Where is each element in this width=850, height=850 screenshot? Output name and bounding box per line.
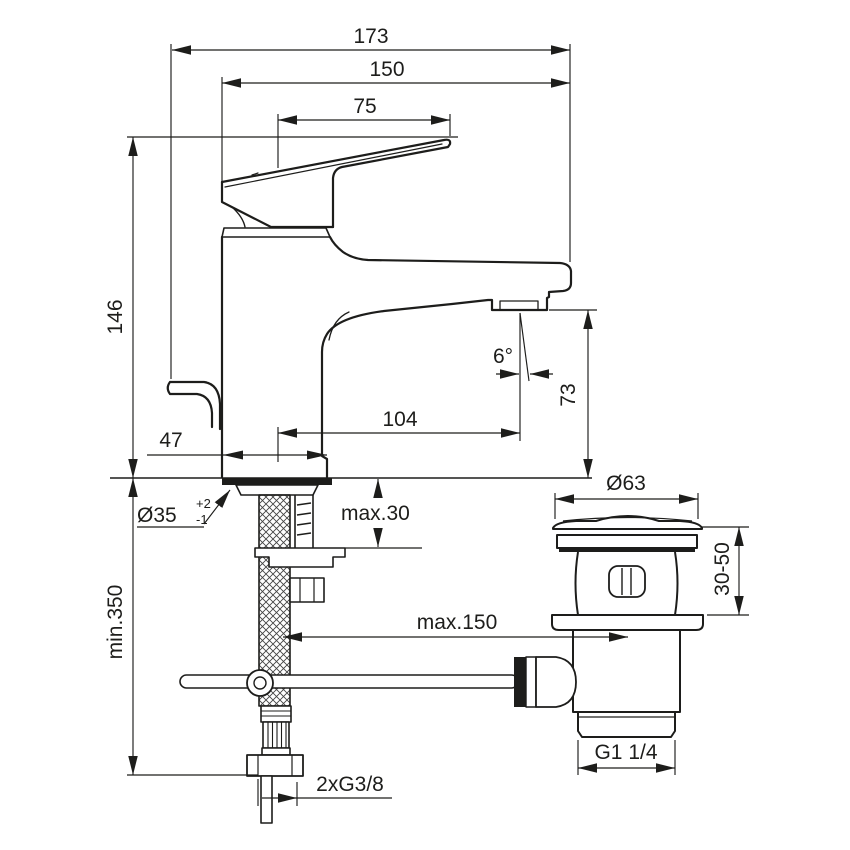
base-escutcheon <box>235 484 319 496</box>
base-gasket <box>222 478 332 485</box>
dimension-labels: 173 150 75 146 min.350 104 47 6° 73 Ø35 … <box>104 25 734 796</box>
dim-spout-to-tip: 150 <box>369 58 404 81</box>
dim-waste-outlet-thread: G1 1/4 <box>594 741 657 764</box>
waste-body <box>574 551 679 616</box>
waste-lower-flange <box>551 614 704 631</box>
dim-height-above-deck: 146 <box>104 299 127 334</box>
hose-assembly <box>179 478 519 824</box>
mounting-washer <box>254 547 346 568</box>
handle-lever <box>220 138 452 229</box>
dim-base-depth: 47 <box>159 429 182 452</box>
hose-end-fitting <box>246 705 304 824</box>
dim-min-hose-length: min.350 <box>104 585 127 660</box>
spout <box>220 235 573 479</box>
dim-hole-tol-minus: -1 <box>196 512 208 527</box>
mounting-nut <box>289 577 325 603</box>
dim-total-projection: 173 <box>353 25 388 48</box>
dim-waste-flange-diameter: Ø63 <box>606 472 646 495</box>
waste-window <box>608 565 646 598</box>
popup-rod-knob <box>166 380 222 431</box>
mounting-stud <box>294 495 314 548</box>
dim-spray-angle: 6° <box>493 345 513 368</box>
rod-pivot-joint <box>535 656 577 708</box>
waste-cap <box>552 515 703 530</box>
handle-wedge <box>220 186 335 229</box>
dim-waste-height-range: 30-50 <box>711 542 734 596</box>
dim-supply-connections: 2xG3/8 <box>316 773 384 796</box>
rod-pivot-nut <box>514 657 526 707</box>
dim-hole-diameter: Ø35 <box>137 504 177 527</box>
dim-outlet-height: 73 <box>557 383 580 406</box>
faucet-body-outline <box>166 138 573 479</box>
waste-tailpipe <box>572 629 681 713</box>
dim-outlet-reach: 104 <box>382 408 417 431</box>
hose-tail <box>260 775 273 824</box>
hose-nut-g38 <box>246 754 304 777</box>
dim-hole-tol-plus: +2 <box>196 496 211 511</box>
waste-assembly <box>514 515 704 738</box>
dim-max-deck-thickness: max.30 <box>341 502 410 525</box>
waste-flange <box>556 534 698 549</box>
popup-horizontal-rod <box>179 674 519 689</box>
dim-handle-reach: 75 <box>353 95 376 118</box>
dimension-lines <box>127 44 749 806</box>
dim-max-rod-reach: max.150 <box>417 611 498 634</box>
waste-thread <box>577 711 676 738</box>
